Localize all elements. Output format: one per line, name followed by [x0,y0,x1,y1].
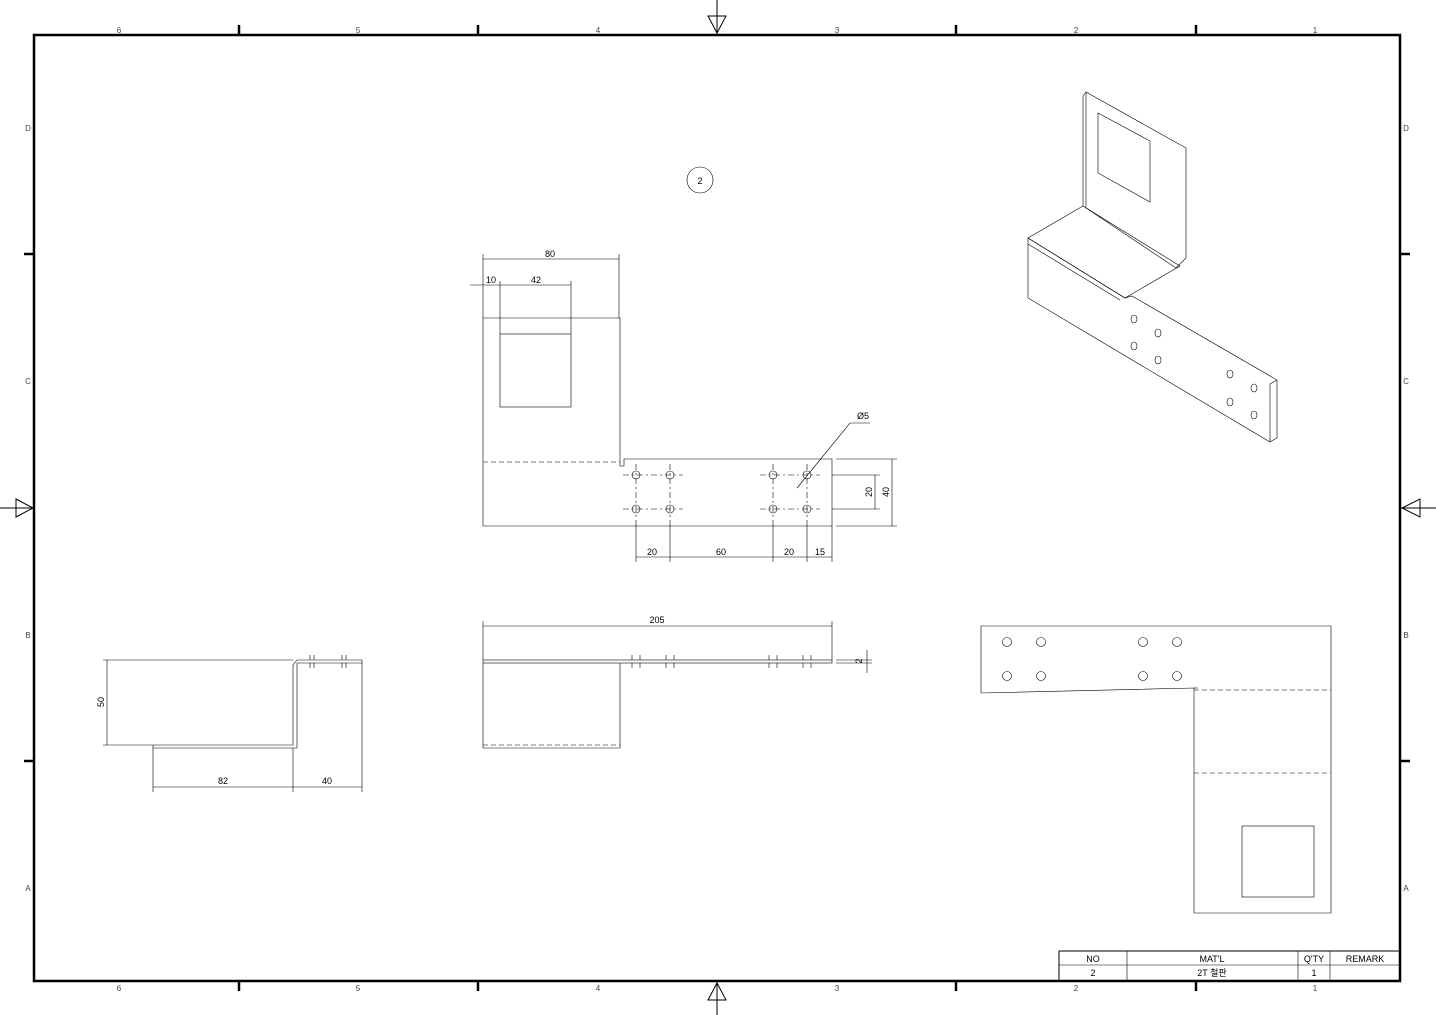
svg-text:A: A [1403,884,1409,893]
svg-text:2: 2 [1074,984,1079,993]
dim-window: 42 [531,275,541,285]
dim-width-top: 80 [545,249,555,259]
svg-text:MAT'L: MAT'L [1199,954,1224,964]
svg-text:A: A [25,884,31,893]
dim-side-top: 40 [322,776,332,786]
bottom-view: 205 2 [482,615,872,749]
svg-text:2: 2 [697,176,702,186]
svg-text:5: 5 [356,26,361,35]
svg-text:B: B [1403,631,1408,640]
drawing-border [32,33,1402,983]
top-view [980,625,1332,914]
dim-offset: 10 [486,275,496,285]
dim-thickness: 2 [854,658,864,663]
svg-text:B: B [25,631,30,640]
svg-text:NO: NO [1086,954,1100,964]
dim-pitch-3: 20 [784,547,794,557]
part-balloon: 2 [686,166,714,194]
dim-length: 205 [649,615,664,625]
svg-text:4: 4 [596,26,601,35]
svg-text:3: 3 [835,984,840,993]
mounting-holes [631,470,812,514]
dim-pitch-1: 20 [647,547,657,557]
dim-hole-dia: Ø5 [857,411,869,421]
svg-text:4: 4 [596,984,601,993]
svg-text:D: D [1403,124,1409,133]
svg-text:1: 1 [1311,968,1316,978]
svg-text:3: 3 [835,26,840,35]
dim-height: 40 [881,487,891,497]
title-block: NO MAT'L Q'TY REMARK 2 2T 철판 1 [1058,950,1401,982]
front-view: 80 10 42 Ø5 20 40 20 60 20 15 [470,249,897,562]
dim-edge: 15 [815,547,825,557]
svg-text:2: 2 [1090,968,1095,978]
dim-side-base: 82 [218,776,228,786]
svg-text:1: 1 [1313,984,1318,993]
svg-text:D: D [25,124,31,133]
isometric-view [1027,91,1278,443]
svg-text:1: 1 [1313,26,1318,35]
svg-text:C: C [25,377,31,386]
svg-text:6: 6 [117,984,122,993]
zone-labels: 6 5 4 3 2 1 6 5 4 3 2 1 D C B A D C B A [25,26,1409,993]
dim-side-height: 50 [96,697,106,707]
svg-text:6: 6 [117,26,122,35]
zone-ticks [24,25,1410,991]
svg-text:REMARK: REMARK [1346,954,1385,964]
svg-text:5: 5 [356,984,361,993]
dim-hole-pitch-v: 20 [864,487,874,497]
side-view: 50 82 40 [96,655,363,792]
dim-pitch-2: 60 [716,547,726,557]
svg-text:2T 철판: 2T 철판 [1197,968,1226,978]
svg-text:2: 2 [1074,26,1079,35]
svg-text:Q'TY: Q'TY [1304,954,1324,964]
svg-text:C: C [1403,377,1409,386]
